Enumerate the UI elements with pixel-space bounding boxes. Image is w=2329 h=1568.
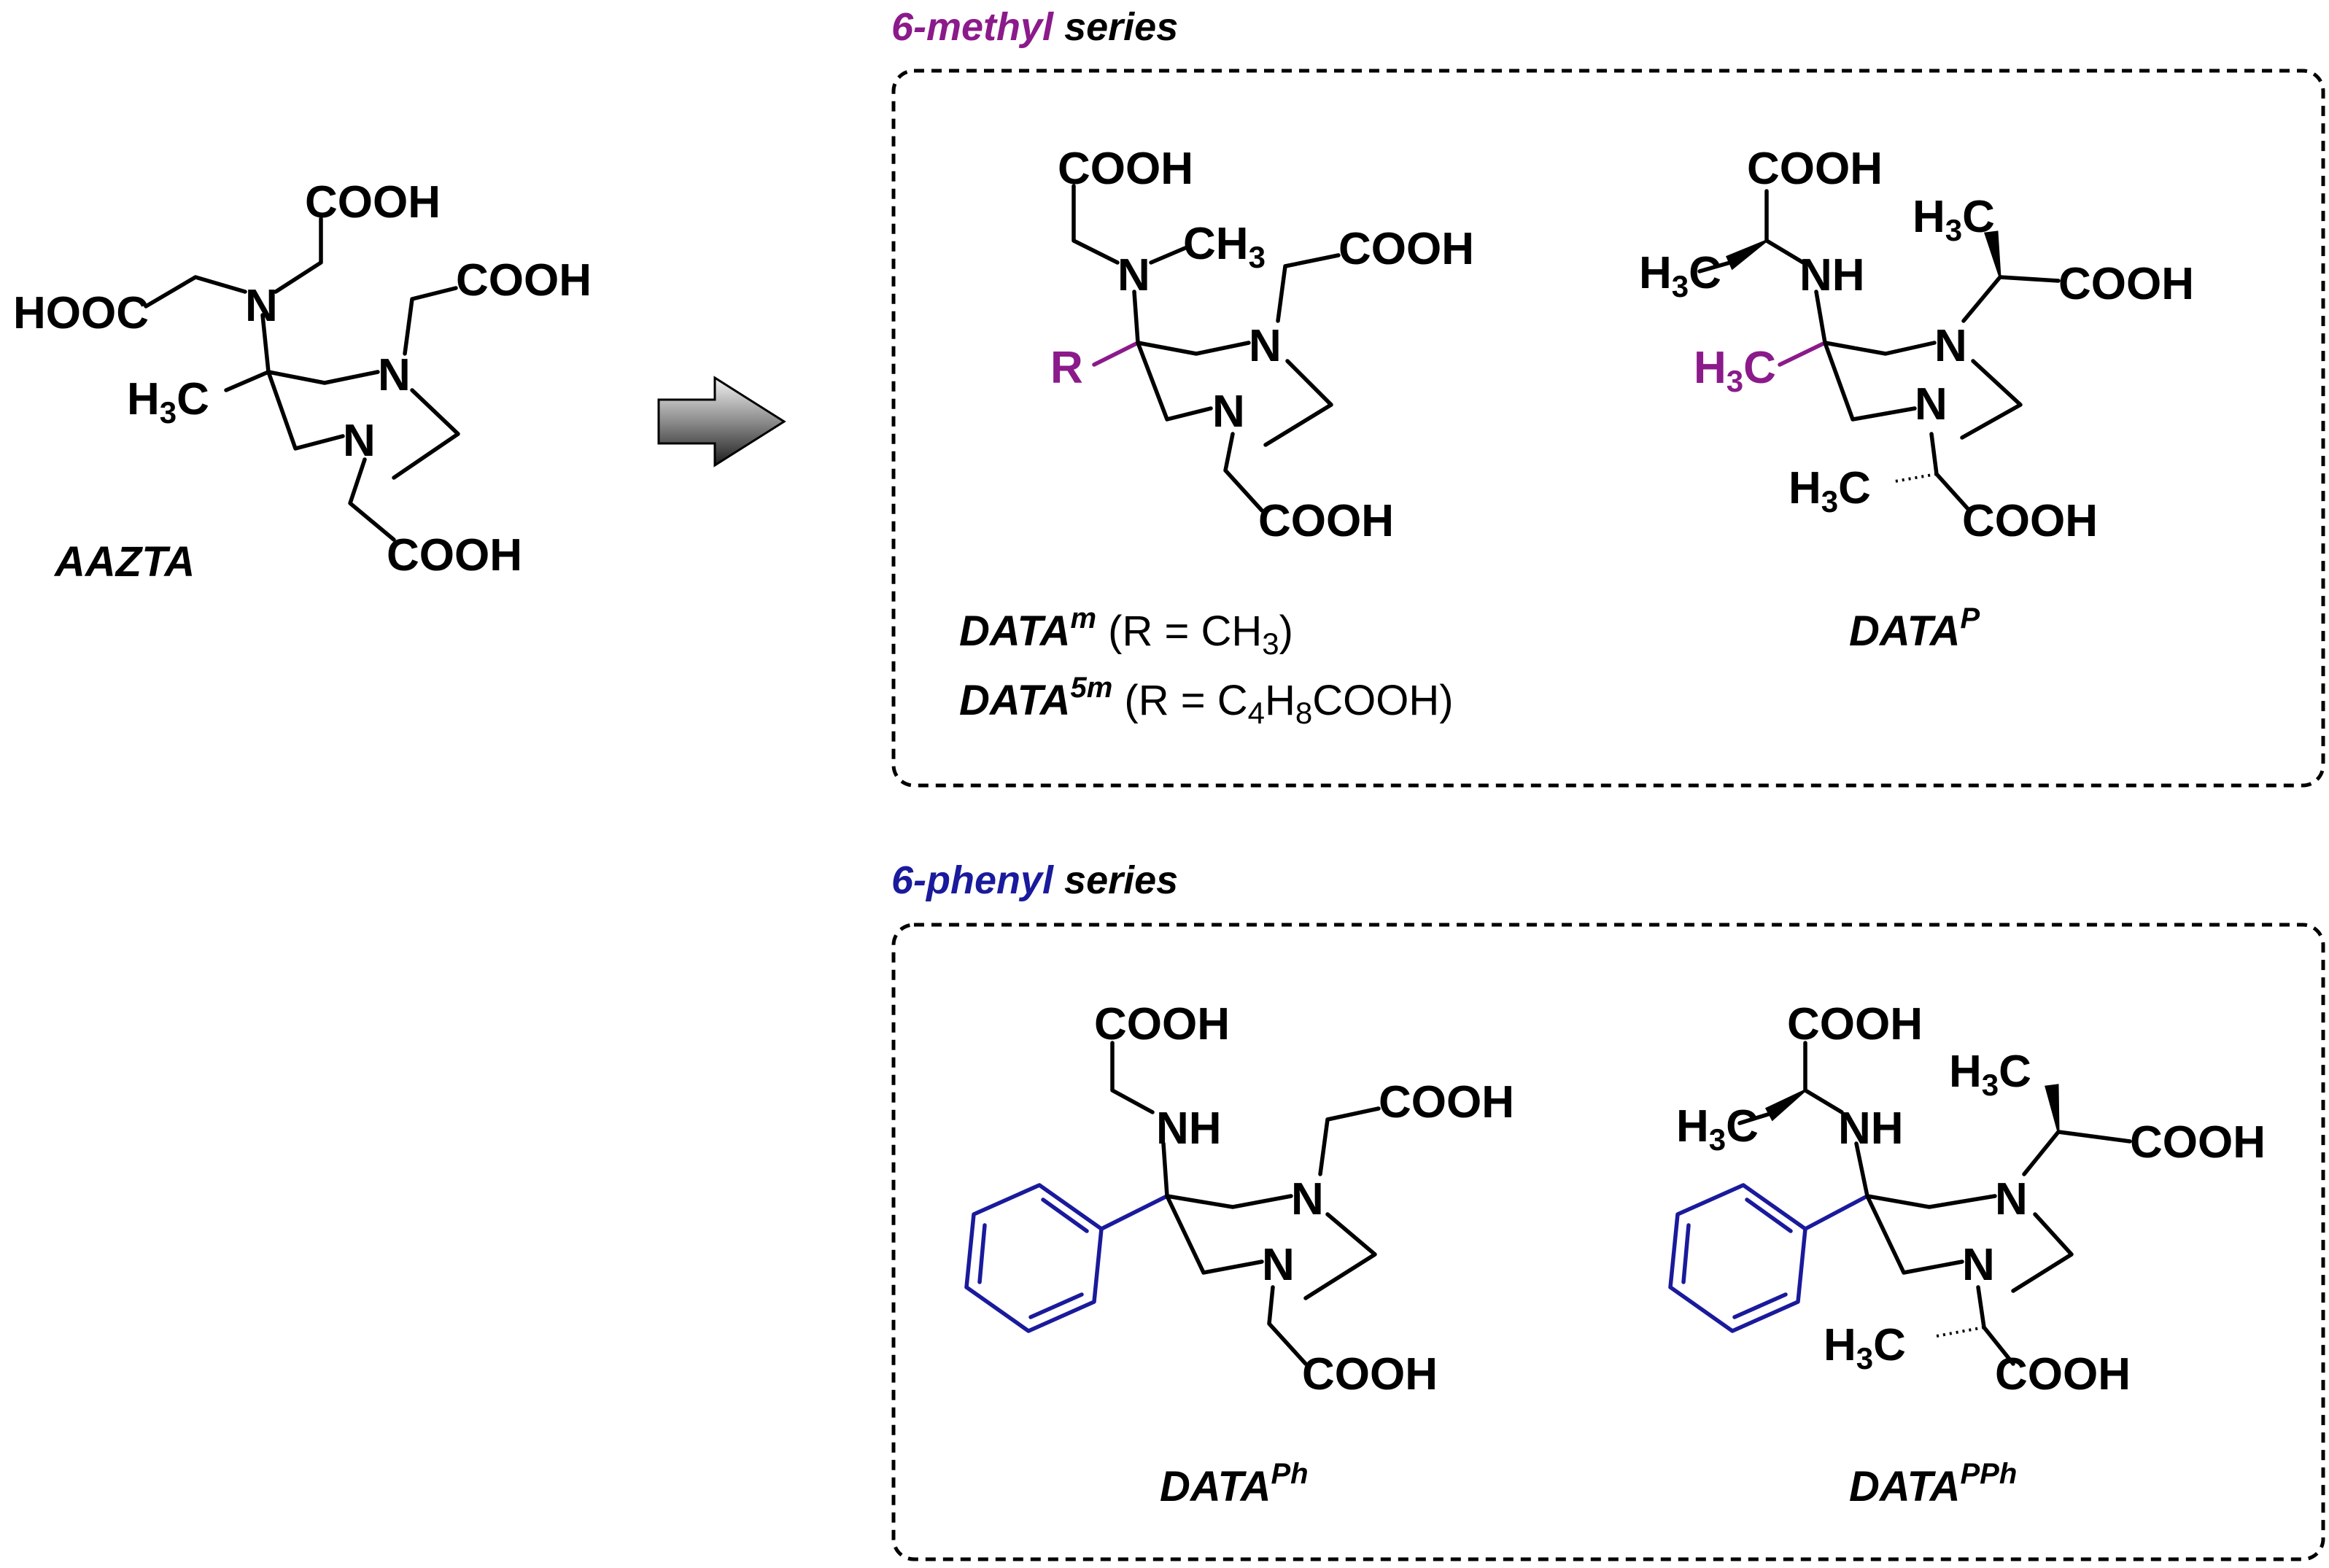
aazta-structure: HOOC N COOH COOH H3C N N COOH AAZTA <box>13 177 592 586</box>
nh-label: NH <box>1799 250 1865 300</box>
cooh-label: COOH <box>2058 259 2194 309</box>
h3c-label: H3C <box>1639 248 1721 303</box>
methyl-series-box <box>891 69 2325 788</box>
cooh-label: COOH <box>1995 1349 2131 1400</box>
phenyl-series-heading: 6-phenyl series <box>891 858 1178 902</box>
n-label: N <box>1262 1240 1295 1290</box>
h3c-label: H3C <box>1676 1101 1759 1157</box>
n-label: N <box>1995 1174 2028 1224</box>
hooc-label: HOOC <box>13 288 149 338</box>
phenyl-ring <box>964 1183 1104 1333</box>
n-label: N <box>1117 250 1150 300</box>
h3c-label: H3C <box>1913 192 1995 247</box>
n-label: N <box>343 416 376 466</box>
n-label: N <box>1934 321 1967 371</box>
h3c-label: H3C <box>1949 1047 2031 1102</box>
n-label: N <box>1291 1174 1324 1224</box>
cooh-label: COOH <box>1787 999 1923 1049</box>
cooh-label: COOH <box>1962 496 2098 546</box>
ch3-label: CH3 <box>1183 219 1266 274</box>
cooh-label: COOH <box>456 255 592 306</box>
phenyl-series-box <box>891 923 2325 1561</box>
h3c-label: H3C <box>127 374 209 430</box>
phenyl-ring <box>1668 1183 1807 1333</box>
r-label: R <box>1050 343 1083 393</box>
nh-label: NH <box>1156 1103 1222 1154</box>
cooh-label: COOH <box>1747 144 1883 194</box>
datapph-structure: COOH H3C NH H3C COOH N N H3C COOH <box>1668 999 2266 1400</box>
cooh-label: COOH <box>1258 496 1394 546</box>
cooh-label: COOH <box>1379 1077 1514 1128</box>
n-label: N <box>1249 321 1282 371</box>
dataph-structure: COOH NH COOH N N COOH <box>964 999 1514 1400</box>
cooh-label: COOH <box>1302 1349 1438 1400</box>
methyl-series-heading: 6-methyl series <box>891 5 1178 49</box>
dataph-label: DATAPh <box>1160 1458 1309 1510</box>
cooh-label: COOH <box>2130 1117 2266 1168</box>
datam-structure: COOH N CH3 COOH R N N COOH <box>1050 144 1474 546</box>
h3c-label: H3C <box>1694 343 1776 398</box>
transformation-arrow <box>657 376 786 467</box>
n-label: N <box>1962 1240 1995 1290</box>
datapph-label: DATAPPh <box>1849 1458 2017 1510</box>
cooh-label: COOH <box>1058 144 1193 194</box>
cooh-label: COOH <box>387 530 522 581</box>
aazta-label: AAZTA <box>53 538 195 586</box>
nh-label: NH <box>1838 1103 1904 1154</box>
cooh-label: COOH <box>1094 999 1230 1049</box>
cooh-label: COOH <box>1338 224 1474 274</box>
datap-structure: COOH H3C NH H3C COOH H3C N N H3C COOH <box>1639 144 2194 546</box>
datap-label: DATAP <box>1849 602 1980 655</box>
datam-label: DATAm (R = CH3) <box>959 602 1293 661</box>
cooh-label: COOH <box>305 177 441 228</box>
n-label: N <box>245 281 278 331</box>
h3c-label: H3C <box>1789 463 1871 519</box>
n-label: N <box>1212 387 1245 437</box>
n-label: N <box>1915 379 1948 430</box>
data5m-label: DATA5m (R = C4H8COOH) <box>959 672 1454 730</box>
n-label: N <box>378 350 411 400</box>
h3c-label: H3C <box>1824 1320 1906 1375</box>
